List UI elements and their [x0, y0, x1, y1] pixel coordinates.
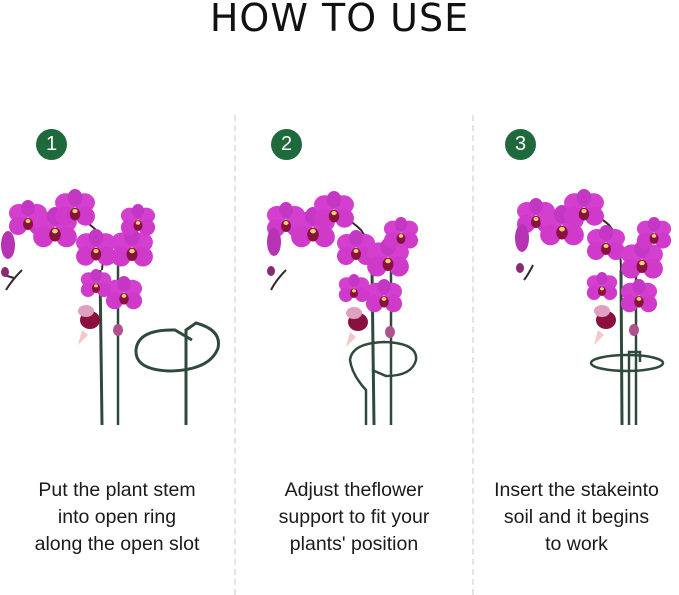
- step-caption: Insert the stakeinto soil and it begins …: [494, 479, 659, 555]
- orchid-supported-by-stake-image: [515, 189, 672, 425]
- step-number-badge: 2: [271, 129, 302, 160]
- orchid-with-ring-support-image: [1, 189, 221, 425]
- step-divider-2: [472, 115, 474, 595]
- page-title: HOW TO USE: [209, 0, 470, 40]
- step-caption: Put the plant stem into open ring along …: [34, 479, 200, 555]
- step-caption: Adjust theflower support to fit your pla…: [278, 479, 430, 555]
- step-panel-3: 3: [474, 0, 679, 595]
- step-panel-1: 1: [0, 0, 234, 595]
- step-panel-2: 2: [236, 0, 472, 595]
- orchid-entering-ring-image: [267, 191, 419, 425]
- step-divider-1: [234, 115, 236, 595]
- step-number-badge: 3: [505, 129, 536, 160]
- step-number-badge: 1: [36, 129, 67, 160]
